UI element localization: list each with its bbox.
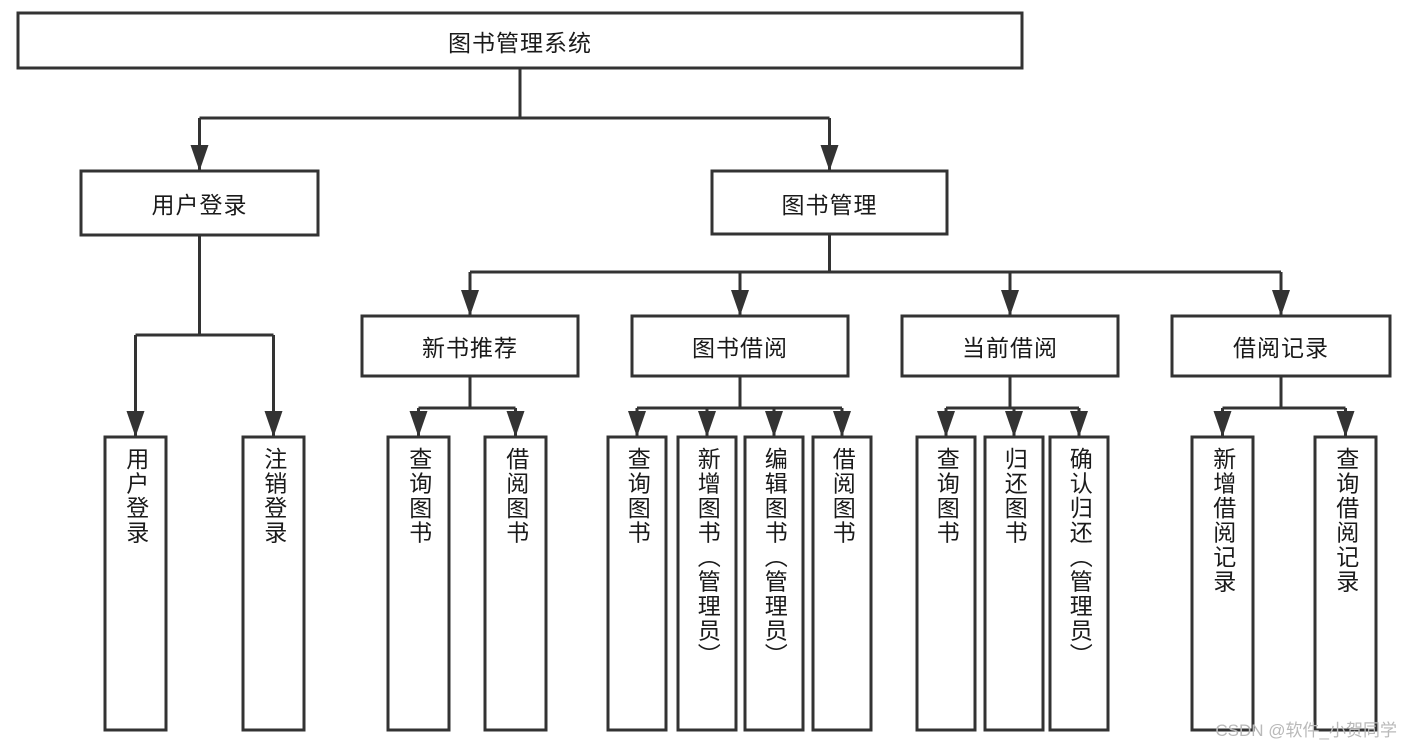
- arrow-head-icon: [264, 411, 283, 437]
- arrow-head-icon: [409, 411, 428, 437]
- node-leaf-查询图书-0[interactable]: [606, 435, 668, 732]
- node-leaf-编辑图书管理员-2[interactable]: [743, 435, 805, 732]
- arrow-head-icon: [1005, 411, 1023, 437]
- node-level1-图书管理-1[interactable]: [710, 169, 949, 236]
- node-leaf-新增借阅记录-0[interactable]: [1190, 435, 1255, 732]
- arrow-head-icon: [126, 411, 145, 437]
- node-level2-当前借阅-2[interactable]: [900, 314, 1120, 378]
- arrow-head-icon: [461, 290, 479, 316]
- node-leaf-查询图书-0[interactable]: [386, 435, 451, 732]
- node-leaf-查询图书-0[interactable]: [915, 435, 977, 732]
- arrow-head-icon: [1001, 290, 1019, 316]
- node-root-system[interactable]: [16, 11, 1024, 70]
- node-leaf-注销登录-1[interactable]: [241, 435, 306, 732]
- arrow-head-icon: [1272, 290, 1290, 316]
- arrow-head-icon: [698, 411, 716, 437]
- node-leaf-归还图书-1[interactable]: [983, 435, 1045, 732]
- arrow-head-icon: [506, 411, 525, 437]
- arrow-head-icon: [1070, 411, 1088, 437]
- arrow-head-icon: [1336, 411, 1355, 437]
- node-level2-图书借阅-1[interactable]: [630, 314, 850, 378]
- node-box-layer: [16, 11, 1392, 732]
- node-leaf-新增图书管理员-1[interactable]: [676, 435, 738, 732]
- node-leaf-查询借阅记录-1[interactable]: [1313, 435, 1378, 732]
- arrow-head-icon: [1213, 411, 1232, 437]
- node-leaf-确认归还管理员-2[interactable]: [1048, 435, 1110, 732]
- node-level2-新书推荐-0[interactable]: [360, 314, 580, 378]
- arrow-head-icon: [937, 411, 955, 437]
- arrow-head-icon: [833, 411, 851, 437]
- arrow-head-icon: [190, 145, 209, 171]
- arrow-head-icon: [820, 145, 839, 171]
- arrow-head-icon: [731, 290, 749, 316]
- arrow-head-icon: [628, 411, 646, 437]
- node-leaf-借阅图书-1[interactable]: [483, 435, 548, 732]
- connector-layer: [126, 68, 1355, 437]
- node-leaf-借阅图书-3[interactable]: [811, 435, 873, 732]
- node-leaf-用户登录-0[interactable]: [103, 435, 168, 732]
- node-level1-用户登录-0[interactable]: [79, 169, 320, 237]
- arrow-head-icon: [765, 411, 783, 437]
- node-level2-借阅记录-3[interactable]: [1170, 314, 1392, 378]
